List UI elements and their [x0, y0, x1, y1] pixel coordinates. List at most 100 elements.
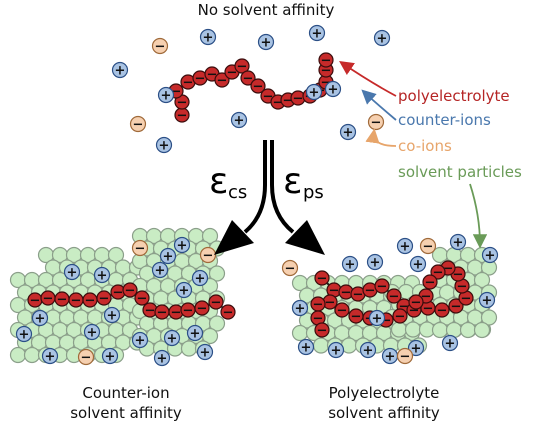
pointer-counter-ions: [361, 89, 397, 121]
svg-text:−: −: [145, 304, 156, 319]
counter-ion: +: [63, 263, 81, 281]
polyelectrolyte-bead: −: [386, 288, 402, 305]
svg-text:+: +: [179, 284, 190, 299]
co-ion: −: [131, 239, 149, 257]
svg-text:+: +: [167, 332, 178, 347]
counter-ion: +: [373, 29, 391, 47]
svg-text:−: −: [283, 94, 294, 109]
svg-text:−: −: [135, 242, 146, 257]
svg-text:+: +: [35, 312, 46, 327]
svg-text:+: +: [372, 312, 383, 327]
counter-ion: +: [103, 306, 121, 324]
svg-text:+: +: [400, 240, 411, 255]
svg-text:+: +: [301, 341, 312, 356]
svg-text:−: −: [157, 306, 168, 321]
counter-ion: +: [151, 261, 169, 279]
counter-ion: +: [297, 338, 315, 356]
counter-ion: +: [199, 28, 217, 46]
co-ion: −: [419, 237, 437, 255]
svg-text:−: −: [293, 92, 304, 107]
svg-text:−: −: [85, 294, 96, 309]
svg-text:−: −: [253, 80, 264, 95]
polyelectrolyte-bead: −: [134, 290, 150, 307]
counter-ion: +: [481, 246, 499, 264]
svg-text:−: −: [137, 292, 148, 307]
svg-text:−: −: [377, 280, 388, 295]
svg-text:+: +: [200, 346, 211, 361]
pointer-co-ions: [365, 128, 397, 147]
polyelectrolyte-bead: −: [208, 294, 224, 311]
counter-ion: +: [163, 329, 181, 347]
svg-text:−: −: [421, 290, 432, 305]
svg-text:−: −: [197, 302, 208, 317]
polyelectrolyte-bead: −: [310, 296, 326, 313]
svg-text:−: −: [353, 288, 364, 303]
svg-text:+: +: [345, 258, 356, 273]
polyelectrolyte-bead: −: [68, 292, 84, 309]
svg-text:−: −: [461, 292, 472, 307]
svg-text:−: −: [285, 262, 296, 277]
svg-text:+: +: [343, 126, 354, 141]
svg-text:−: −: [177, 96, 188, 111]
svg-text:+: +: [107, 309, 118, 324]
ions-layer: +++++++++++−−−++++++++++++++++++−−−+++++…: [15, 24, 499, 367]
svg-text:+: +: [363, 344, 374, 359]
svg-text:−: −: [243, 72, 254, 87]
svg-text:−: −: [183, 76, 194, 91]
svg-text:−: −: [329, 284, 340, 299]
arrow-right-head: [285, 220, 325, 255]
svg-text:−: −: [371, 116, 382, 131]
counter-ion: +: [327, 341, 345, 359]
svg-text:−: −: [81, 351, 92, 366]
polyelectrolyte-bead: −: [334, 302, 350, 319]
svg-text:−: −: [237, 60, 248, 75]
svg-text:−: −: [321, 64, 332, 79]
svg-text:−: −: [399, 300, 410, 315]
counter-ion: +: [31, 309, 49, 327]
counter-ion: +: [305, 83, 323, 101]
polyelectrolyte-bead: −: [408, 294, 424, 311]
polyelectrolyte-bead: −: [220, 304, 236, 321]
svg-text:−: −: [211, 296, 222, 311]
counter-ion: +: [449, 233, 467, 251]
epsilon-cs-symbol: ε: [209, 161, 228, 202]
counter-ion: +: [175, 281, 193, 299]
svg-text:−: −: [203, 249, 214, 264]
polyelectrolyte-bead: −: [122, 282, 138, 299]
svg-text:−: −: [409, 304, 420, 319]
polyelectrolyte-bead: −: [362, 282, 378, 299]
solvent-particle: [208, 265, 226, 282]
solvent-particle: [208, 315, 226, 332]
svg-text:+: +: [413, 258, 424, 273]
svg-text:−: −: [57, 293, 68, 308]
svg-text:−: −: [351, 310, 362, 325]
svg-text:−: −: [437, 304, 448, 319]
counter-ion: +: [308, 24, 326, 42]
svg-text:+: +: [482, 294, 493, 309]
solvent-particle: [480, 309, 498, 326]
solvent-particle: [9, 346, 27, 364]
counter-ion: +: [324, 80, 342, 98]
counter-ion: +: [131, 331, 149, 349]
polyelectrolyte-bead: −: [250, 78, 266, 95]
polyelectrolyte-bead: −: [82, 292, 98, 309]
svg-text:+: +: [385, 350, 396, 365]
svg-text:+: +: [155, 264, 166, 279]
svg-text:+: +: [234, 114, 245, 129]
svg-text:+: +: [190, 327, 201, 342]
svg-text:+: +: [161, 89, 172, 104]
polyelectrolyte-bead: −: [168, 304, 184, 321]
svg-text:+: +: [411, 342, 422, 357]
svg-text:−: −: [43, 292, 54, 307]
caption-left-line2: solvent affinity: [70, 404, 182, 422]
pointer-solvent-particles: [469, 183, 488, 249]
svg-text:+: +: [45, 350, 56, 365]
solvent-particle: [459, 321, 477, 339]
polyelectrolyte-beads-layer: −−−−−−−−−−−−−−−−−−−−−−−−−−−−−−−−−−−−−−−−…: [27, 52, 474, 339]
svg-text:+: +: [97, 269, 108, 284]
arrow-left-head: [214, 220, 254, 255]
counter-ion: +: [186, 324, 204, 342]
counter-ion: +: [15, 325, 33, 343]
